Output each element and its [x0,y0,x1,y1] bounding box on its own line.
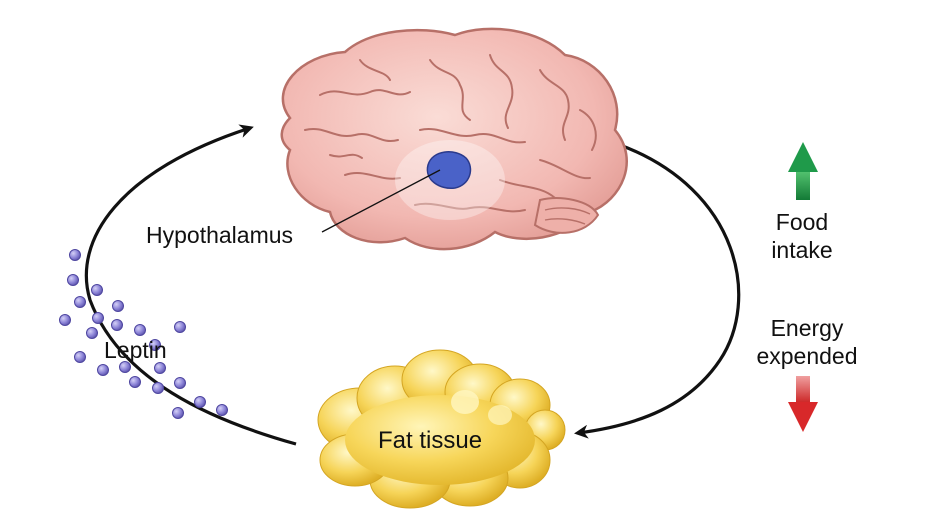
food-intake-label: Food intake [762,208,842,264]
fat-tissue-illustration [317,349,566,509]
food-intake-line-1: Food [775,209,829,235]
energy-expended-line-1: Energy [770,315,844,341]
down-arrow-icon [788,376,818,432]
brain-illustration [280,27,628,251]
hypothalamus-region [426,151,472,189]
energy-expended-line-2: expended [756,343,858,369]
up-arrow-icon [788,142,818,200]
cycle-arrow-brain-to-fat [574,143,741,439]
fat-tissue-label: Fat tissue [378,427,483,454]
hypothalamus-label: Hypothalamus [146,222,294,248]
leptin-molecules [59,249,228,419]
energy-expended-label: Energy expended [751,314,863,370]
leptin-label: Leptin [104,337,167,363]
food-intake-line-2: intake [771,237,833,263]
cycle-arrow-leptin-to-brain [84,124,297,446]
hypothalamus-pointer [321,169,441,233]
